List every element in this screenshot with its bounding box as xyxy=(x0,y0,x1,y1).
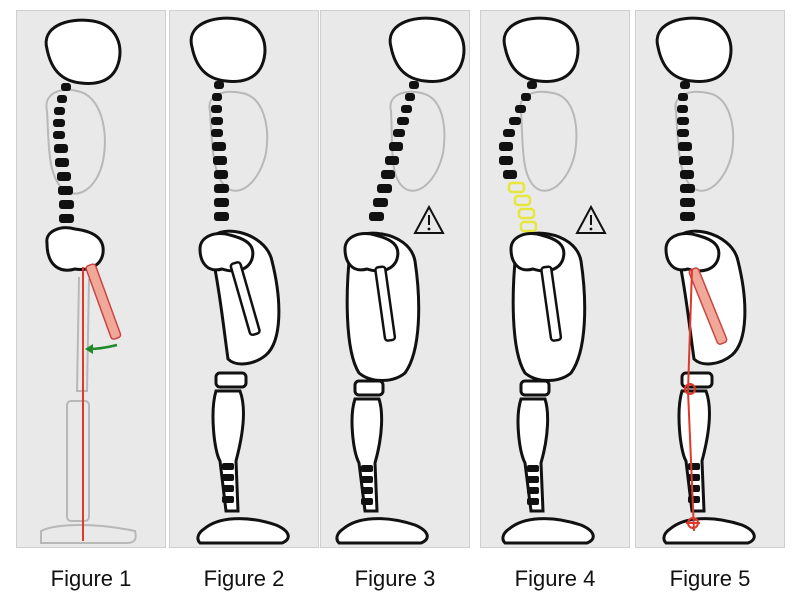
figure-5-panel xyxy=(635,10,785,548)
femur-strut xyxy=(374,265,397,342)
figure-2-illustration xyxy=(189,16,290,545)
pylon xyxy=(527,465,539,505)
pelvis xyxy=(509,232,566,273)
femur-strut xyxy=(688,267,728,345)
figure-2-panel xyxy=(169,10,319,548)
shin-outline xyxy=(350,397,384,513)
figure-4-caption: Figure 4 xyxy=(514,566,596,591)
figure-1-panel xyxy=(16,10,166,548)
warning-triangle-icon xyxy=(575,204,607,234)
figure-4-panel xyxy=(480,10,630,548)
torso-outline xyxy=(208,90,269,192)
shin-outline xyxy=(516,397,550,513)
figure-1-caption: Figure 1 xyxy=(50,566,132,591)
spine xyxy=(677,81,695,221)
figure-2-caption: Figure 2 xyxy=(203,566,285,591)
head-outline xyxy=(655,16,733,83)
knee-joint xyxy=(353,379,385,397)
spine xyxy=(53,83,74,223)
figure-5-caption: Figure 5 xyxy=(669,566,751,591)
knee-joint xyxy=(214,371,248,389)
shin-outline xyxy=(211,389,245,513)
figure-5-illustration xyxy=(655,16,756,545)
torso-outline xyxy=(45,88,106,195)
pelvis xyxy=(45,226,105,272)
reference-line xyxy=(686,268,695,532)
spine xyxy=(369,81,419,221)
knee-marker xyxy=(684,383,696,395)
shin-outline xyxy=(677,389,711,513)
pelvis xyxy=(343,232,400,273)
spine xyxy=(499,81,537,179)
pelvis xyxy=(664,232,721,273)
prosthetic-foot xyxy=(335,517,429,545)
prosthetic-foot xyxy=(501,517,595,545)
pylon xyxy=(361,465,373,505)
head-outline xyxy=(44,18,122,85)
pelvis xyxy=(198,232,255,273)
head-outline xyxy=(189,16,267,83)
prosthetic-foot xyxy=(196,517,290,545)
figure-3-caption: Figure 3 xyxy=(354,566,436,591)
torso-outline xyxy=(389,90,446,192)
figure-3-panel xyxy=(320,10,470,548)
femur-strut xyxy=(229,261,261,337)
lumbar-stress-highlight xyxy=(507,181,538,233)
green-arrow-icon xyxy=(88,343,118,351)
leg-outline xyxy=(40,276,137,544)
femur-strut xyxy=(85,263,122,340)
femur-strut xyxy=(540,265,563,342)
torso-outline xyxy=(519,90,578,192)
pylon xyxy=(222,463,234,503)
prosthetic-foot xyxy=(662,517,756,545)
torso-outline xyxy=(674,90,735,192)
figure-1-illustration xyxy=(40,18,137,544)
head-outline xyxy=(388,16,466,83)
knee-joint xyxy=(519,379,551,397)
head-outline xyxy=(502,16,580,83)
spine xyxy=(211,81,229,221)
figure-3-illustration xyxy=(335,16,466,545)
warning-triangle-icon xyxy=(413,204,445,234)
figure-4-illustration xyxy=(499,16,607,545)
